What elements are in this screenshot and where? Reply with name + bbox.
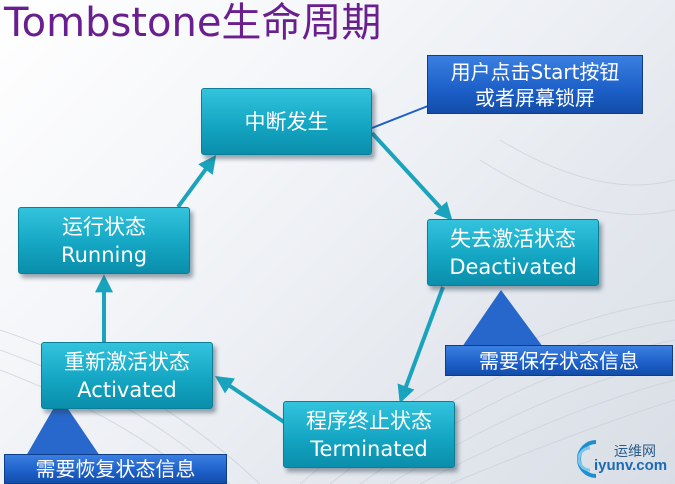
callout-start-lock: 用户点击Start按钮 或者屏幕锁屏 bbox=[427, 55, 643, 114]
callout-restore-text: 需要恢复状态信息 bbox=[35, 457, 196, 481]
state-terminated-label-cn: 程序终止状态 bbox=[306, 408, 432, 433]
state-deactivated: 失去激活状态 Deactivated bbox=[427, 219, 599, 286]
callout-start-line1: 用户点击Start按钮 bbox=[450, 59, 620, 84]
page-title: Tombstone生命周期 bbox=[4, 0, 382, 46]
state-terminated: 程序终止状态 Terminated bbox=[283, 401, 455, 468]
state-deactivated-label-en: Deactivated bbox=[449, 254, 577, 279]
callout-save-state: 需要保存状态信息 bbox=[445, 345, 673, 376]
state-running-label-cn: 运行状态 bbox=[62, 214, 146, 239]
state-interrupt: 中断发生 bbox=[201, 88, 372, 155]
callout-save-text: 需要保存状态信息 bbox=[479, 348, 639, 373]
state-activated-label-en: Activated bbox=[77, 377, 177, 402]
callout-start-line2: 或者屏幕锁屏 bbox=[475, 85, 595, 110]
state-activated-label-cn: 重新激活状态 bbox=[64, 349, 190, 374]
state-activated: 重新激活状态 Activated bbox=[41, 342, 213, 409]
watermark-text-en: iyunv.com bbox=[594, 457, 668, 474]
state-interrupt-label: 中断发生 bbox=[244, 109, 329, 134]
state-running: 运行状态 Running bbox=[18, 207, 190, 274]
state-deactivated-label-cn: 失去激活状态 bbox=[450, 226, 576, 251]
state-running-label-en: Running bbox=[60, 242, 148, 267]
watermark-logo-icon bbox=[577, 440, 597, 478]
callout-restore-state: 需要恢复状态信息 bbox=[4, 454, 227, 484]
state-terminated-label-en: Terminated bbox=[310, 436, 428, 461]
watermark-text-cn: 运维网 bbox=[614, 444, 656, 460]
